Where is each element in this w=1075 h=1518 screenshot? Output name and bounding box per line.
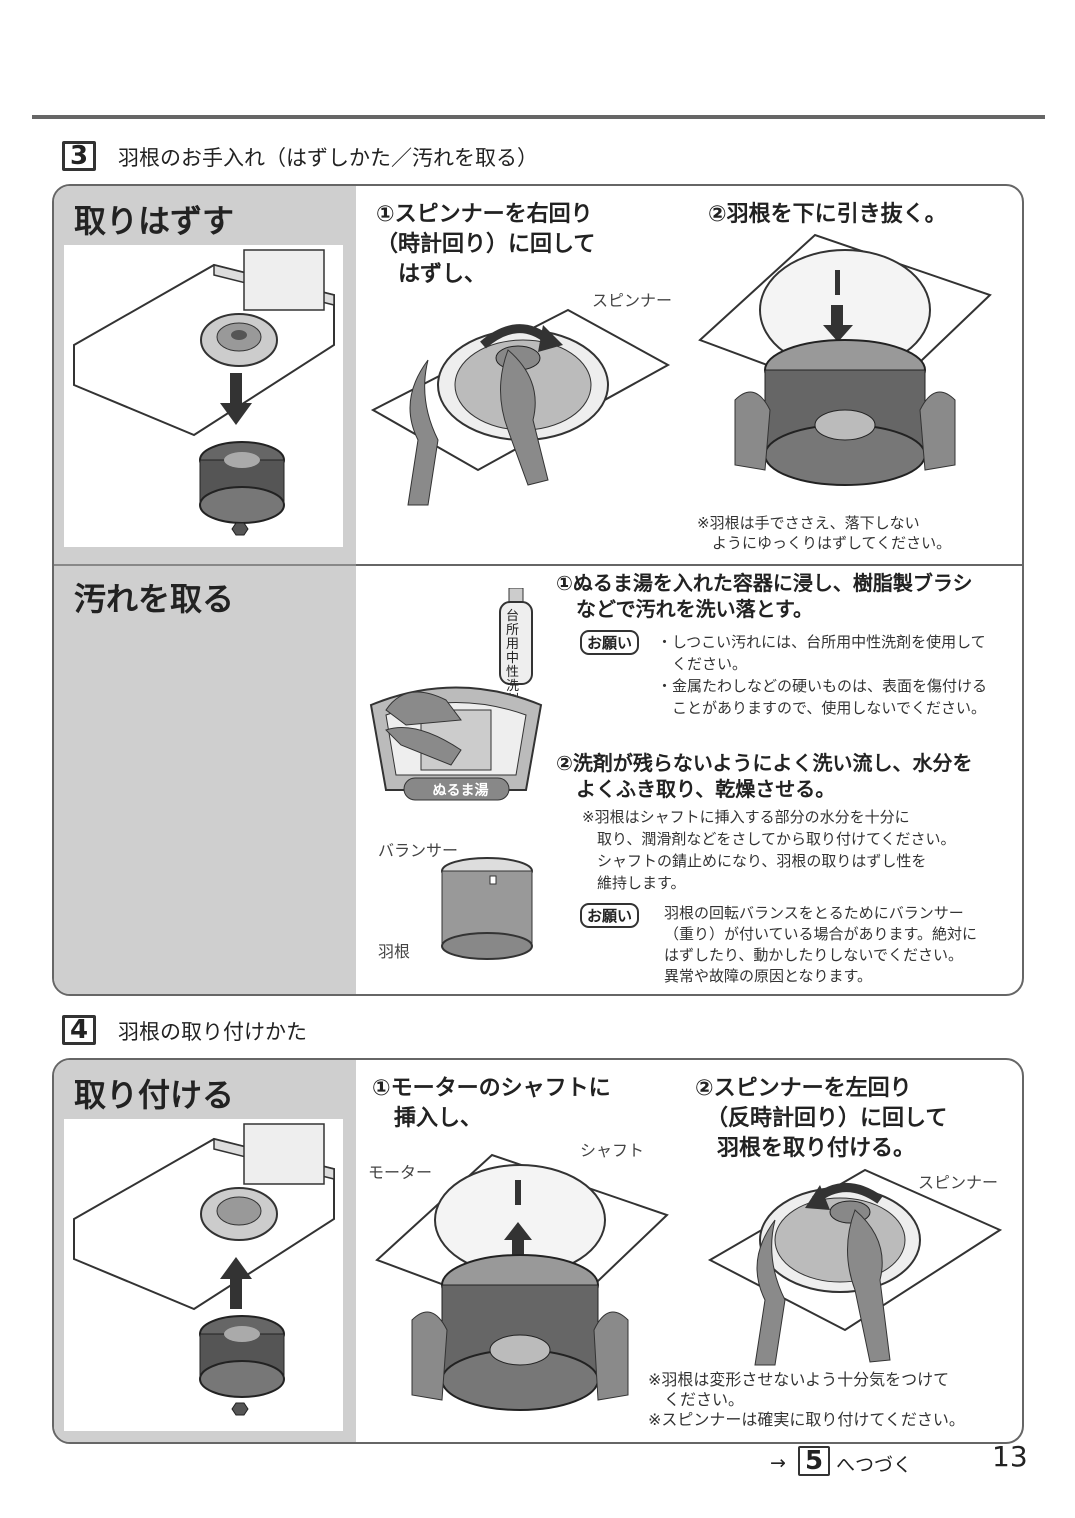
hood-install-drawing <box>73 1123 335 1416</box>
remove-step1: ①スピンナーを右回り （時計回り）に回して はずし、 <box>376 202 596 287</box>
install-step1: ①モーターのシャフトに 挿入し、 <box>372 1076 611 1131</box>
hood-remove-drawing <box>73 249 335 536</box>
top-rule <box>32 115 1045 119</box>
install-overview-illustration <box>64 1119 343 1431</box>
request-badge-2: お願い <box>580 903 640 928</box>
section-title-4: 羽根の取り付けかた <box>118 1020 307 1044</box>
impeller-label: 羽根 <box>378 942 411 961</box>
section-number-3: 3 <box>62 141 96 171</box>
clean-heading: 汚れを取る <box>74 580 235 618</box>
clean-step2: ②洗剤が残らないようによく洗い流し、水分を よくふき取り、乾燥させる。 <box>556 751 973 801</box>
impeller-balancer-drawing <box>441 857 533 960</box>
wash-tub-drawing <box>369 686 543 801</box>
spinner-label-install: スピンナー <box>918 1173 999 1192</box>
footer-next-text: へつづく <box>836 1454 913 1476</box>
page-number: 13 <box>992 1440 1028 1473</box>
balancer-label: バランサー <box>378 841 459 860</box>
tub-label: ぬるま湯 <box>432 783 489 799</box>
motor-label: モーター <box>368 1163 433 1182</box>
section-title-3: 羽根のお手入れ（はずしかた／汚れを取る） <box>118 146 538 170</box>
install-step2: ②スピンナーを左回り （反時計回り）に回して 羽根を取り付ける。 <box>695 1076 948 1161</box>
impeller-remove-drawing <box>698 233 992 486</box>
spinner-install-drawing <box>707 1168 1003 1366</box>
install-note: ※羽根は変形させないよう十分気をつけて ください。 ※スピンナーは確実に取り付け… <box>648 1370 965 1429</box>
clean-request2: 羽根の回転バランスをとるためにバランサー （重り）が付いている場合があります。絶… <box>664 904 978 985</box>
footer-next-number: 5 <box>798 1446 830 1476</box>
shaft-label: シャフト <box>580 1141 645 1160</box>
section-number-4: 4 <box>62 1015 96 1045</box>
clean-note: ※羽根はシャフトに挿入する部分の水分を十分に 取り、潤滑剤などをさしてから取り付… <box>582 808 956 892</box>
install-heading: 取り付ける <box>74 1076 235 1114</box>
clean-step1: ①ぬるま湯を入れた容器に浸し、樹脂製ブラシ などで汚れを洗い落とす。 <box>556 571 973 621</box>
remove-note: ※羽根は手でささえ、落下しない ようにゆっくりはずしてください。 <box>697 514 952 552</box>
footer-arrow: → <box>770 1452 786 1474</box>
request-badge-1: お願い <box>580 630 640 655</box>
clean-request1: ・しつこい汚れには、台所用中性洗剤を使用して ください。 ・金属たわしなどの硬い… <box>657 633 988 717</box>
impeller-install-drawing <box>375 1153 669 1411</box>
panel-row-divider <box>356 564 1022 566</box>
remove-heading: 取りはずす <box>74 202 235 240</box>
remove-overview-illustration <box>64 245 343 547</box>
spinner-label-remove: スピンナー <box>592 291 673 310</box>
detergent-bottle-icon <box>499 588 533 685</box>
remove-step2: ②羽根を下に引き抜く。 <box>708 202 947 227</box>
panel-row-divider-left <box>54 564 356 566</box>
spinner-remove-drawing <box>370 308 671 506</box>
